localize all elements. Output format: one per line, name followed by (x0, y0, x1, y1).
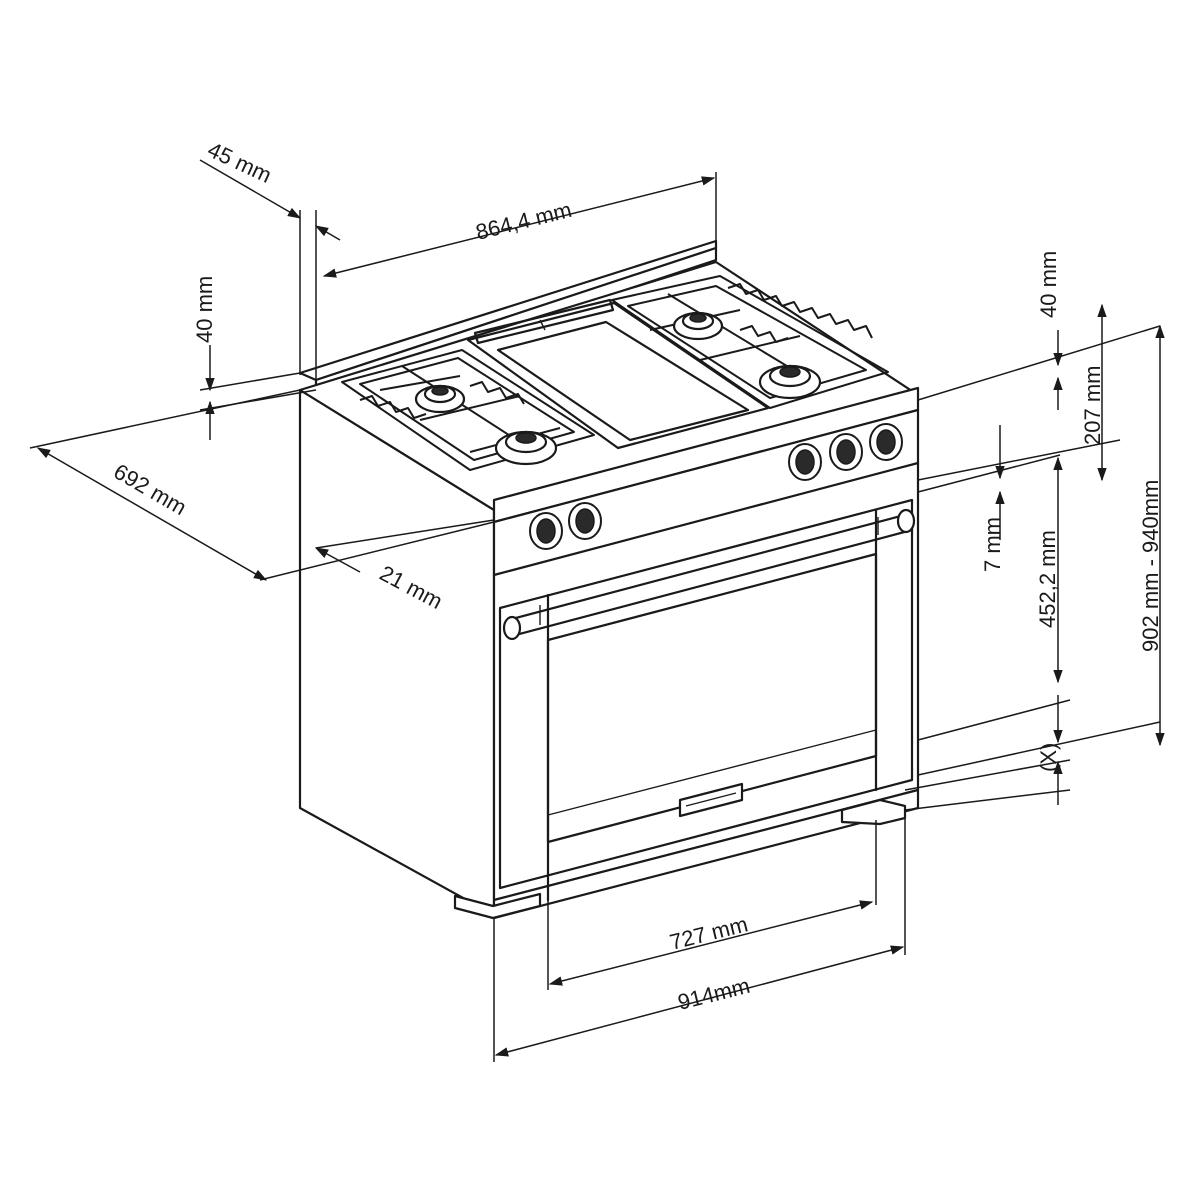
burner-right-front (758, 364, 822, 400)
knob-1[interactable] (529, 512, 563, 550)
knob-5[interactable] (869, 423, 903, 461)
knob-3[interactable] (788, 443, 822, 481)
label-door-gap: 7 mm (980, 517, 1005, 572)
brand-badge (678, 782, 744, 818)
label-backsplash-height-left: 40 mm (192, 276, 217, 343)
foot-front-left (453, 892, 542, 920)
burner-left-front (494, 430, 558, 466)
griddle (466, 298, 770, 450)
label-adjustable-feet: (X) (1036, 743, 1061, 772)
oven-handle[interactable] (502, 508, 916, 641)
dimension-lines (29, 159, 1165, 1062)
label-total-height: 902 mm - 940mm (1138, 480, 1163, 652)
label-total-width: 914mm (675, 973, 752, 1015)
burner-right-back (672, 311, 724, 341)
label-oven-width: 727 mm (667, 911, 750, 954)
label-backsplash-depth: 45 mm (204, 137, 276, 188)
label-cooktop-height: 207 mm (1080, 366, 1105, 445)
label-oven-height: 452,2 mm (1035, 530, 1060, 628)
label-backsplash-width: 864,4 mm (473, 197, 574, 245)
knob-4[interactable] (829, 433, 863, 471)
range-outline (298, 239, 920, 920)
burner-left-back (414, 384, 466, 414)
knob-2[interactable] (568, 502, 602, 540)
label-total-depth: 692 mm (110, 459, 191, 520)
label-backsplash-height-right: 40 mm (1036, 251, 1061, 318)
